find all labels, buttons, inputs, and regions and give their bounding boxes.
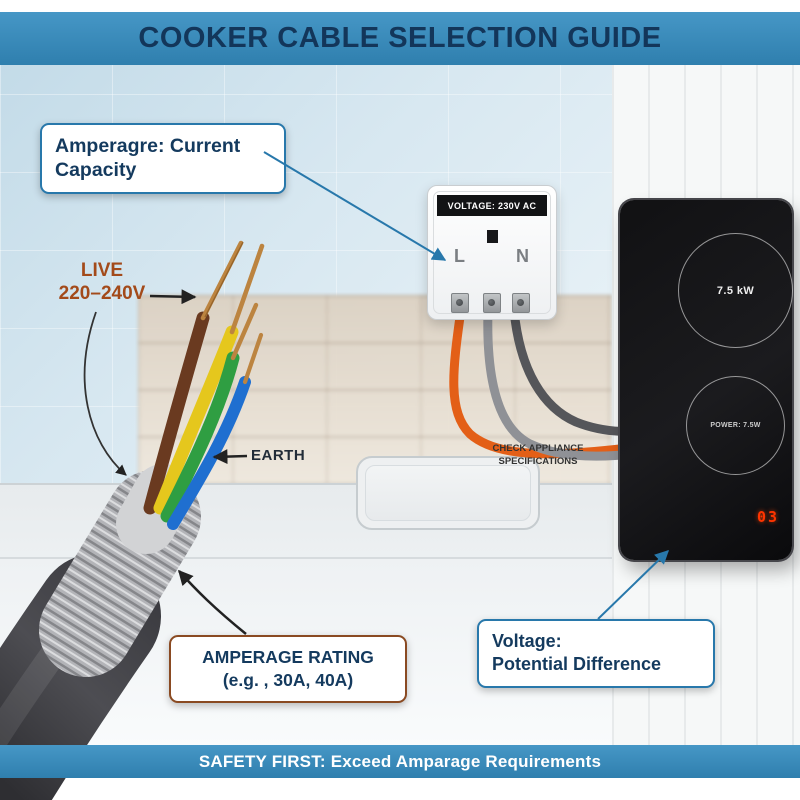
induction-cooktop: 7.5 kW POWER: 7.5W 03 [620, 200, 793, 560]
cooktop-display: 03 [756, 508, 779, 526]
terminal-screw-middle [483, 293, 501, 313]
header-banner: COOKER CABLE SELECTION GUIDE [0, 12, 800, 65]
burner-ring-bottom: POWER: 7.5W [686, 376, 785, 475]
socket-keyhole [487, 230, 498, 243]
label-check-line1: CHECK APPLIANCE [492, 443, 584, 454]
socket-terminal-letter-neutral: N [516, 246, 529, 266]
page-title: COOKER CABLE SELECTION GUIDE [138, 22, 662, 54]
callout-voltage-difference: Voltage: Potential Difference [477, 619, 715, 688]
callout-amperage-line1: Amperagre: Current [55, 135, 241, 157]
wall-connection-unit: VOLTAGE: 230V AC L N [427, 185, 557, 320]
terminal-screw-live [451, 293, 469, 313]
label-earth: EARTH [251, 447, 306, 464]
callout-amperage-capacity: Amperagre: Current Capacity [40, 123, 286, 194]
label-live-line1: LIVE [80, 260, 124, 281]
label-check-line2: SPECIFICATIONS [498, 456, 578, 468]
socket-voltage-label: VOLTAGE: 230V AC [437, 195, 547, 216]
burner-power-label-top: 7.5 kW [716, 284, 755, 297]
label-live-voltage: LIVE 220–240V [48, 260, 156, 306]
callout-amperage-line2: Capacity [55, 159, 137, 182]
label-check-appliance: CHECK APPLIANCE SPECIFICATIONS [478, 442, 598, 469]
burner-power-label-bottom: POWER: 7.5W [710, 422, 761, 429]
footer-text: SAFETY FIRST: Exceed Amparage Requiremen… [198, 751, 602, 771]
socket-terminal-letter-live: L [454, 246, 465, 266]
sink-basin [356, 456, 540, 530]
callout-voltage-line2: Potential Difference [492, 654, 662, 675]
callout-amperage-rating: AMPERAGE RATING (e.g. , 30A, 40A) [169, 635, 407, 703]
callout-rating-line1: AMPERAGE RATING [202, 647, 374, 667]
footer-banner: SAFETY FIRST: Exceed Amparage Requiremen… [0, 745, 800, 778]
callout-voltage-line1: Voltage: [492, 631, 562, 651]
label-live-line2: 220–240V [58, 282, 146, 304]
terminal-screw-neutral [512, 293, 530, 313]
sink-inner-basin [365, 465, 531, 521]
burner-ring-top: 7.5 kW [678, 233, 793, 348]
callout-rating-line2: (e.g. , 30A, 40A) [222, 669, 354, 690]
